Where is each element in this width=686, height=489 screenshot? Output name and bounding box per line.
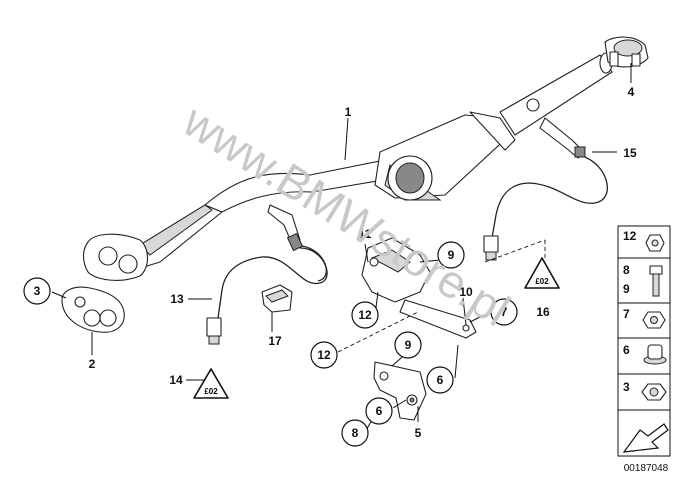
callout-15[interactable]: 15 (623, 146, 637, 160)
svg-text:11: 11 (359, 227, 372, 241)
legend-row-12[interactable]: 12 (623, 229, 665, 252)
svg-text:8: 8 (352, 426, 359, 440)
svg-text:12: 12 (358, 308, 372, 322)
pipe-clamp[interactable] (604, 36, 649, 68)
hardware-legend: 12 8 9 7 6 (617, 225, 671, 457)
svg-text:9: 9 (405, 338, 412, 352)
callout-5[interactable]: 5 (415, 426, 422, 440)
callout-9-upper[interactable]: 9 (437, 241, 465, 269)
callout-16[interactable]: 16 (536, 305, 550, 319)
self-locking-nut-icon (642, 311, 666, 329)
svg-text:5: 5 (415, 426, 422, 440)
rear-oxygen-sensor[interactable] (483, 117, 608, 261)
callout-6-lower[interactable]: 6 (365, 397, 393, 425)
legend-row-6[interactable]: 6 (623, 343, 667, 365)
svg-text:£02: £02 (535, 277, 549, 286)
svg-text:6: 6 (623, 343, 630, 357)
callout-3[interactable]: 3 (23, 277, 51, 305)
hex-nut-icon (641, 383, 667, 401)
svg-text:3: 3 (623, 380, 630, 394)
callout-10[interactable]: 10 (459, 285, 473, 299)
warning-badge-sensor-rear: £02 (524, 257, 560, 289)
svg-text:£02: £02 (204, 387, 218, 396)
legend-row-7[interactable]: 7 (623, 307, 666, 329)
svg-text:2: 2 (89, 357, 96, 371)
support-bracket-lower[interactable] (373, 361, 427, 421)
callout-12-lower[interactable]: 12 (310, 341, 338, 369)
arrow-icon (622, 423, 669, 453)
svg-text:12: 12 (317, 348, 331, 362)
svg-text:00187048: 00187048 (624, 463, 669, 474)
svg-text:17: 17 (268, 334, 282, 348)
svg-text:15: 15 (623, 146, 637, 160)
svg-text:14: 14 (169, 373, 183, 387)
legend-row-3[interactable]: 3 (623, 380, 667, 401)
legend-row-8-9[interactable]: 8 9 (623, 263, 663, 297)
callout-11[interactable]: 11 (359, 227, 372, 241)
reference-number: 00187048 (624, 463, 669, 474)
callout-2[interactable]: 2 (89, 357, 96, 371)
svg-text:4: 4 (628, 85, 635, 99)
callout-6-right[interactable]: 6 (426, 366, 454, 394)
callout-13[interactable]: 13 (170, 292, 184, 306)
flange-nut-icon (645, 234, 665, 252)
svg-text:16: 16 (536, 305, 550, 319)
callout-4[interactable]: 4 (628, 85, 635, 99)
svg-text:6: 6 (376, 404, 383, 418)
svg-text:9: 9 (623, 282, 630, 296)
svg-text:7: 7 (501, 305, 508, 319)
collar-nut-icon (643, 344, 667, 365)
svg-text:6: 6 (437, 373, 444, 387)
svg-text:1: 1 (345, 105, 352, 119)
svg-text:3: 3 (34, 284, 41, 298)
svg-text:7: 7 (623, 307, 630, 321)
callout-1[interactable]: 1 (345, 105, 352, 119)
callout-8[interactable]: 8 (341, 419, 369, 447)
front-oxygen-sensor[interactable] (206, 204, 328, 345)
callout-17[interactable]: 17 (268, 334, 282, 348)
svg-text:9: 9 (448, 248, 455, 262)
callout-7[interactable]: 7 (490, 298, 518, 326)
svg-text:13: 13 (170, 292, 184, 306)
bolt-icon (649, 265, 663, 297)
warning-badge-sensor-front: £02 (193, 368, 229, 399)
svg-text:12: 12 (623, 229, 637, 243)
support-bracket-upper[interactable] (361, 237, 477, 339)
callout-9-lower[interactable]: 9 (394, 331, 422, 359)
flange-gasket[interactable] (61, 286, 125, 333)
callout-14[interactable]: 14 (169, 373, 183, 387)
exhaust-pipe-assembly[interactable] (82, 52, 613, 281)
callout-12-upper[interactable]: 12 (351, 301, 379, 329)
svg-text:10: 10 (459, 285, 473, 299)
sensor-clip-holder[interactable] (261, 284, 293, 313)
svg-text:8: 8 (623, 263, 630, 277)
